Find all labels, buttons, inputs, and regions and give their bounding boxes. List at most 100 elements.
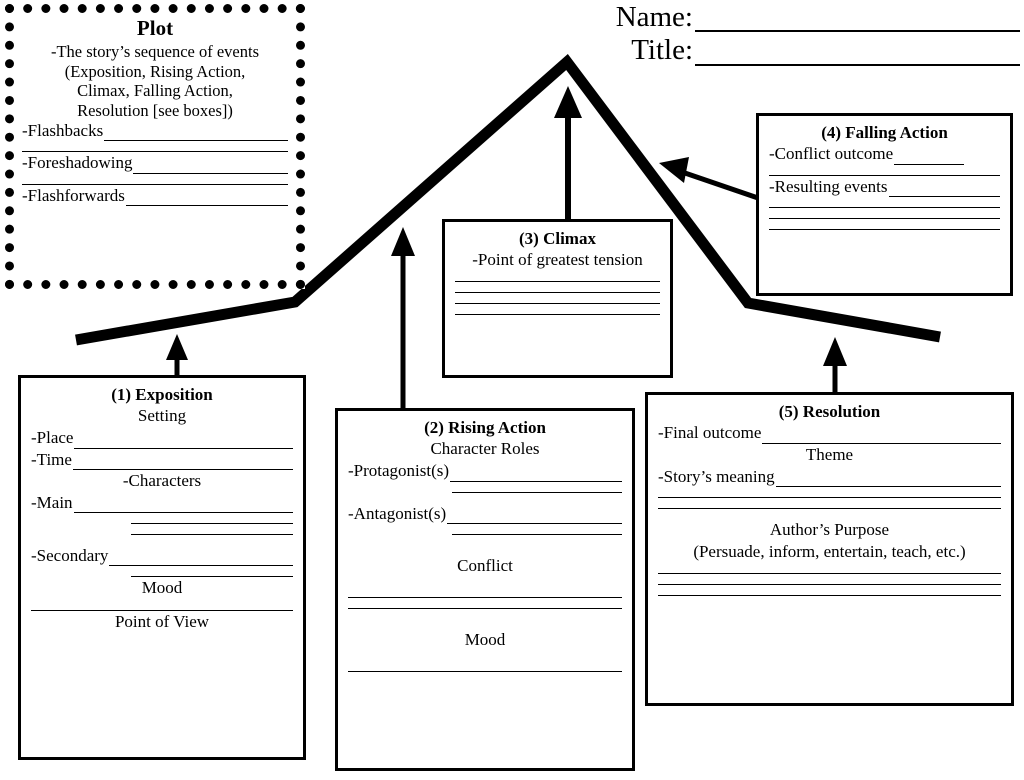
resulting-events-label: -Resulting events bbox=[769, 176, 888, 196]
flashbacks-input-line[interactable] bbox=[104, 125, 288, 142]
conflict-outcome-input-line[interactable] bbox=[894, 148, 965, 165]
exposition-label-point-of-view: Point of View bbox=[114, 611, 210, 631]
place-label: -Place bbox=[31, 428, 74, 448]
flashforwards-label: -Flashforwards bbox=[22, 185, 125, 205]
spacer bbox=[31, 524, 293, 534]
spacer bbox=[348, 577, 622, 587]
spacer bbox=[31, 513, 293, 523]
secondary-characters-input-line[interactable] bbox=[109, 550, 293, 567]
spacer bbox=[22, 141, 288, 151]
authors-purpose-input-line-2[interactable] bbox=[658, 584, 1001, 586]
climax-input-line-4[interactable] bbox=[455, 314, 660, 316]
antagonist-input-line[interactable] bbox=[447, 508, 622, 524]
spacer bbox=[455, 282, 660, 292]
spacer bbox=[658, 487, 1001, 497]
main-characters-blank-line-1[interactable] bbox=[130, 523, 293, 525]
plot-definition-line-4: Resolution [see boxes]) bbox=[77, 100, 233, 120]
climax-arrow-up bbox=[554, 86, 582, 219]
resulting-events-input-line[interactable] bbox=[888, 181, 1000, 197]
final-outcome-input-line[interactable] bbox=[762, 427, 1001, 444]
resolution-label-purpose-examples: (Persuade, inform, entertain, teach, etc… bbox=[693, 541, 966, 561]
spacer bbox=[31, 535, 293, 545]
falling-action-input-line-3[interactable] bbox=[769, 228, 1000, 230]
spacer bbox=[658, 563, 1001, 573]
spacer bbox=[348, 535, 622, 545]
resolution-field-story-meaning: -Story’s meaning bbox=[658, 466, 1001, 487]
plot-box-title: Plot bbox=[136, 16, 174, 40]
exposition-subhead-characters: -Characters bbox=[122, 470, 202, 490]
falling-action-field-resulting-events: -Resulting events bbox=[769, 176, 1000, 197]
rising-action-field-protagonist: -Protagonist(s) bbox=[348, 460, 622, 482]
spacer bbox=[455, 293, 660, 303]
conflict-input-line-2[interactable] bbox=[348, 607, 622, 609]
time-input-line[interactable] bbox=[72, 454, 293, 470]
authors-purpose-input-line-1[interactable] bbox=[658, 573, 1001, 575]
mood-input-line[interactable] bbox=[348, 671, 622, 673]
spacer bbox=[348, 545, 622, 555]
exposition-arrow-up bbox=[166, 334, 188, 375]
main-characters-blank-line-2[interactable] bbox=[130, 534, 293, 536]
falling-action-title: (4) Falling Action bbox=[821, 123, 948, 142]
spacer bbox=[348, 651, 622, 661]
title-input-line[interactable] bbox=[695, 50, 1020, 66]
antagonist-blank-line[interactable] bbox=[452, 533, 622, 535]
name-input-line[interactable] bbox=[695, 16, 1020, 33]
climax-title: (3) Climax bbox=[519, 229, 596, 248]
falling-action-arrow-upleft bbox=[659, 157, 759, 201]
plot-definition-line-1: -The story’s sequence of events bbox=[50, 42, 259, 62]
spacer bbox=[31, 566, 293, 576]
spacer bbox=[348, 587, 622, 597]
exposition-field-time: -Time bbox=[31, 449, 293, 470]
climax-bullet: -Point of greatest tension bbox=[472, 250, 643, 270]
plot-field-foreshadowing: -Foreshadowing bbox=[22, 152, 288, 174]
protagonist-label: -Protagonist(s) bbox=[348, 461, 450, 481]
rising-action-label-conflict: Conflict bbox=[457, 555, 513, 575]
plot-field-flashforwards: -Flashforwards bbox=[22, 185, 288, 206]
plot-field-flashbacks: -Flashbacks bbox=[22, 120, 288, 142]
spacer bbox=[455, 271, 660, 281]
antagonist-label: -Antagonist(s) bbox=[348, 503, 447, 523]
plot-definition-line-2: (Exposition, Rising Action, bbox=[64, 61, 246, 81]
main-characters-input-line[interactable] bbox=[73, 497, 293, 514]
spacer bbox=[769, 197, 1000, 207]
protagonist-blank-line[interactable] bbox=[452, 491, 622, 493]
foreshadowing-input-line[interactable] bbox=[133, 157, 288, 174]
protagonist-input-line[interactable] bbox=[450, 465, 622, 482]
rising-action-label-mood: Mood bbox=[464, 629, 506, 649]
story-meaning-label: -Story’s meaning bbox=[658, 466, 775, 486]
spacer bbox=[31, 600, 293, 610]
spacer bbox=[348, 493, 622, 503]
name-row: Name: bbox=[575, 2, 1020, 32]
spacer bbox=[348, 598, 622, 608]
plot-definition-line-3: Climax, Falling Action, bbox=[77, 81, 233, 101]
theme-input-line-2[interactable] bbox=[658, 507, 1001, 509]
spacer bbox=[455, 304, 660, 314]
conflict-input-line-1[interactable] bbox=[348, 596, 622, 598]
spacer bbox=[769, 165, 1000, 175]
spacer bbox=[348, 619, 622, 629]
plot-definition-box: Plot -The story’s sequence of events (Ex… bbox=[5, 4, 305, 289]
spacer bbox=[769, 219, 1000, 229]
mood-input-line[interactable] bbox=[130, 576, 293, 578]
exposition-label-mood: Mood bbox=[141, 578, 183, 598]
climax-box: (3) Climax -Point of greatest tension bbox=[442, 219, 673, 378]
point-of-view-input-line[interactable] bbox=[31, 609, 293, 611]
authors-purpose-input-line-3[interactable] bbox=[658, 595, 1001, 597]
resolution-label-theme: Theme bbox=[805, 444, 854, 464]
exposition-field-place: -Place bbox=[31, 427, 293, 449]
spacer bbox=[769, 208, 1000, 218]
spacer bbox=[658, 498, 1001, 508]
place-input-line[interactable] bbox=[74, 432, 293, 449]
exposition-field-secondary: -Secondary bbox=[31, 545, 293, 567]
resolution-label-authors-purpose: Author’s Purpose bbox=[769, 519, 890, 539]
final-outcome-label: -Final outcome bbox=[658, 423, 762, 443]
exposition-field-main: -Main bbox=[31, 492, 293, 514]
theme-input-line-1[interactable] bbox=[658, 496, 1001, 498]
story-meaning-input-line[interactable] bbox=[775, 471, 1001, 487]
falling-action-field-conflict-outcome: -Conflict outcome bbox=[769, 143, 1000, 165]
rising-action-field-antagonist: -Antagonist(s) bbox=[348, 503, 622, 524]
main-characters-label: -Main bbox=[31, 492, 73, 512]
rising-action-subhead-character-roles: Character Roles bbox=[430, 439, 540, 459]
flashforwards-input-line[interactable] bbox=[125, 190, 288, 206]
